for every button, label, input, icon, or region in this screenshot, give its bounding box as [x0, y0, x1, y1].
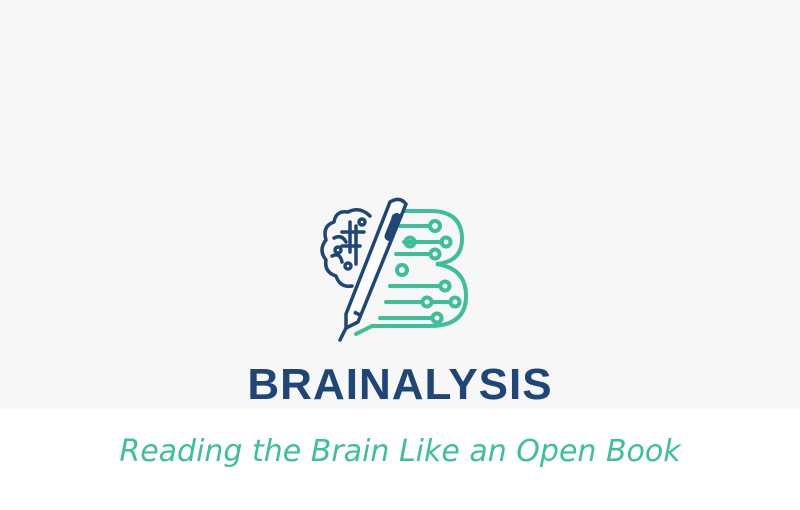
- hero-banner: BRAINALYSIS: [247, 197, 553, 409]
- brand-wordmark: BRAINALYSIS: [247, 360, 553, 409]
- brain-pen-circuit-b-logo-icon: [320, 197, 469, 342]
- brand-tagline: Reading the Brain Like an Open Book: [119, 434, 681, 469]
